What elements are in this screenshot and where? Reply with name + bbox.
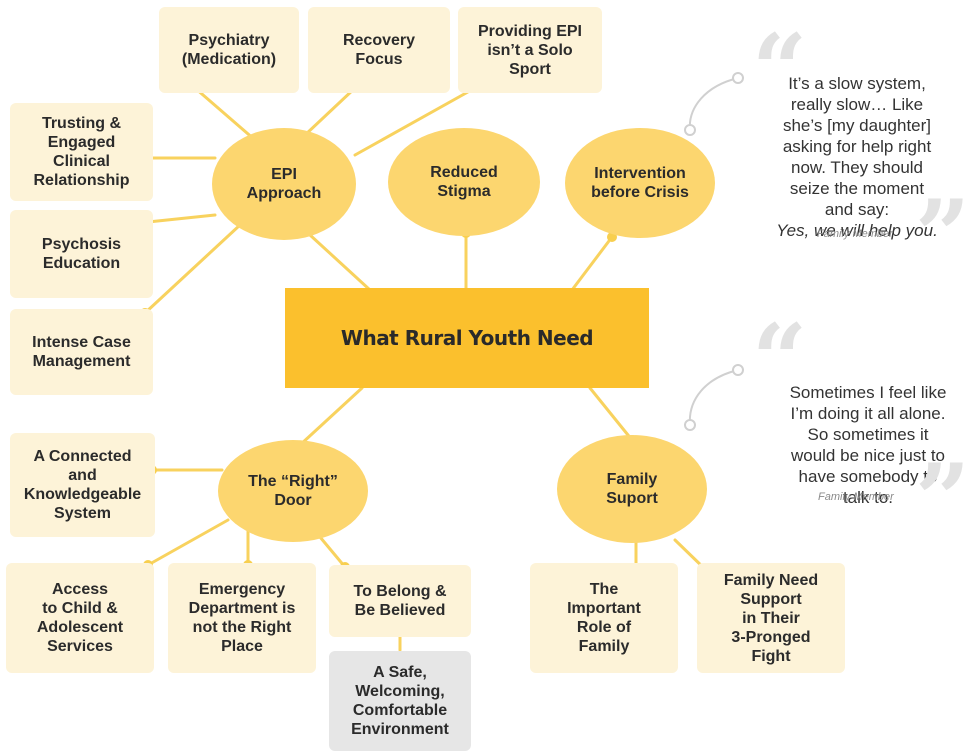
- bubble-right-door: The “Right” Door: [218, 440, 368, 542]
- quote-text: Sometimes I feel like I’m doing it all a…: [789, 383, 947, 507]
- open-quote-icon: “: [752, 13, 808, 126]
- box-belong-believed: To Belong & Be Believed: [329, 565, 471, 637]
- bubble-reduced-stigma: Reduced Stigma: [388, 128, 540, 236]
- quote-emphasis: Yes, we will help you.: [776, 221, 938, 240]
- open-quote-icon: “: [752, 303, 808, 416]
- box-psychosis-education: Psychosis Education: [10, 210, 153, 298]
- box-connected-system: A Connected and Knowledgeable System: [10, 433, 155, 537]
- quote-text: It’s a slow system, really slow… Like sh…: [782, 74, 932, 219]
- box-safe-environment: A Safe, Welcoming, Comfortable Environme…: [329, 651, 471, 751]
- box-providing-epi: Providing EPI isn’t a Solo Sport: [458, 7, 602, 93]
- center-topic: What Rural Youth Need: [285, 288, 649, 388]
- quote-attribution: Family Member: [817, 228, 893, 240]
- box-emergency-department: Emergency Department is not the Right Pl…: [168, 563, 316, 673]
- bubble-intervention-before-crisis: Intervention before Crisis: [565, 128, 715, 238]
- box-trusting-relationship: Trusting & Engaged Clinical Relationship: [10, 103, 153, 201]
- box-recovery-focus: Recovery Focus: [308, 7, 450, 93]
- bubble-epi-approach: EPI Approach: [212, 128, 356, 240]
- box-important-role-family: The Important Role of Family: [530, 563, 678, 673]
- close-quote-icon: ”: [915, 443, 971, 556]
- quote-attribution: Family Member: [818, 491, 894, 503]
- box-family-need-support: Family Need Support in Their 3-Pronged F…: [697, 563, 845, 673]
- box-access-services: Access to Child & Adolescent Services: [6, 563, 154, 673]
- box-psychiatry: Psychiatry (Medication): [159, 7, 299, 93]
- quote-slow-system: It’s a slow system, really slow… Like sh…: [752, 52, 962, 262]
- box-intense-case-management: Intense Case Management: [10, 309, 153, 395]
- close-quote-icon: ”: [915, 179, 971, 292]
- bubble-family-support: Family Suport: [557, 435, 707, 543]
- quote-doing-it-alone: Sometimes I feel like I’m doing it all a…: [762, 361, 972, 508]
